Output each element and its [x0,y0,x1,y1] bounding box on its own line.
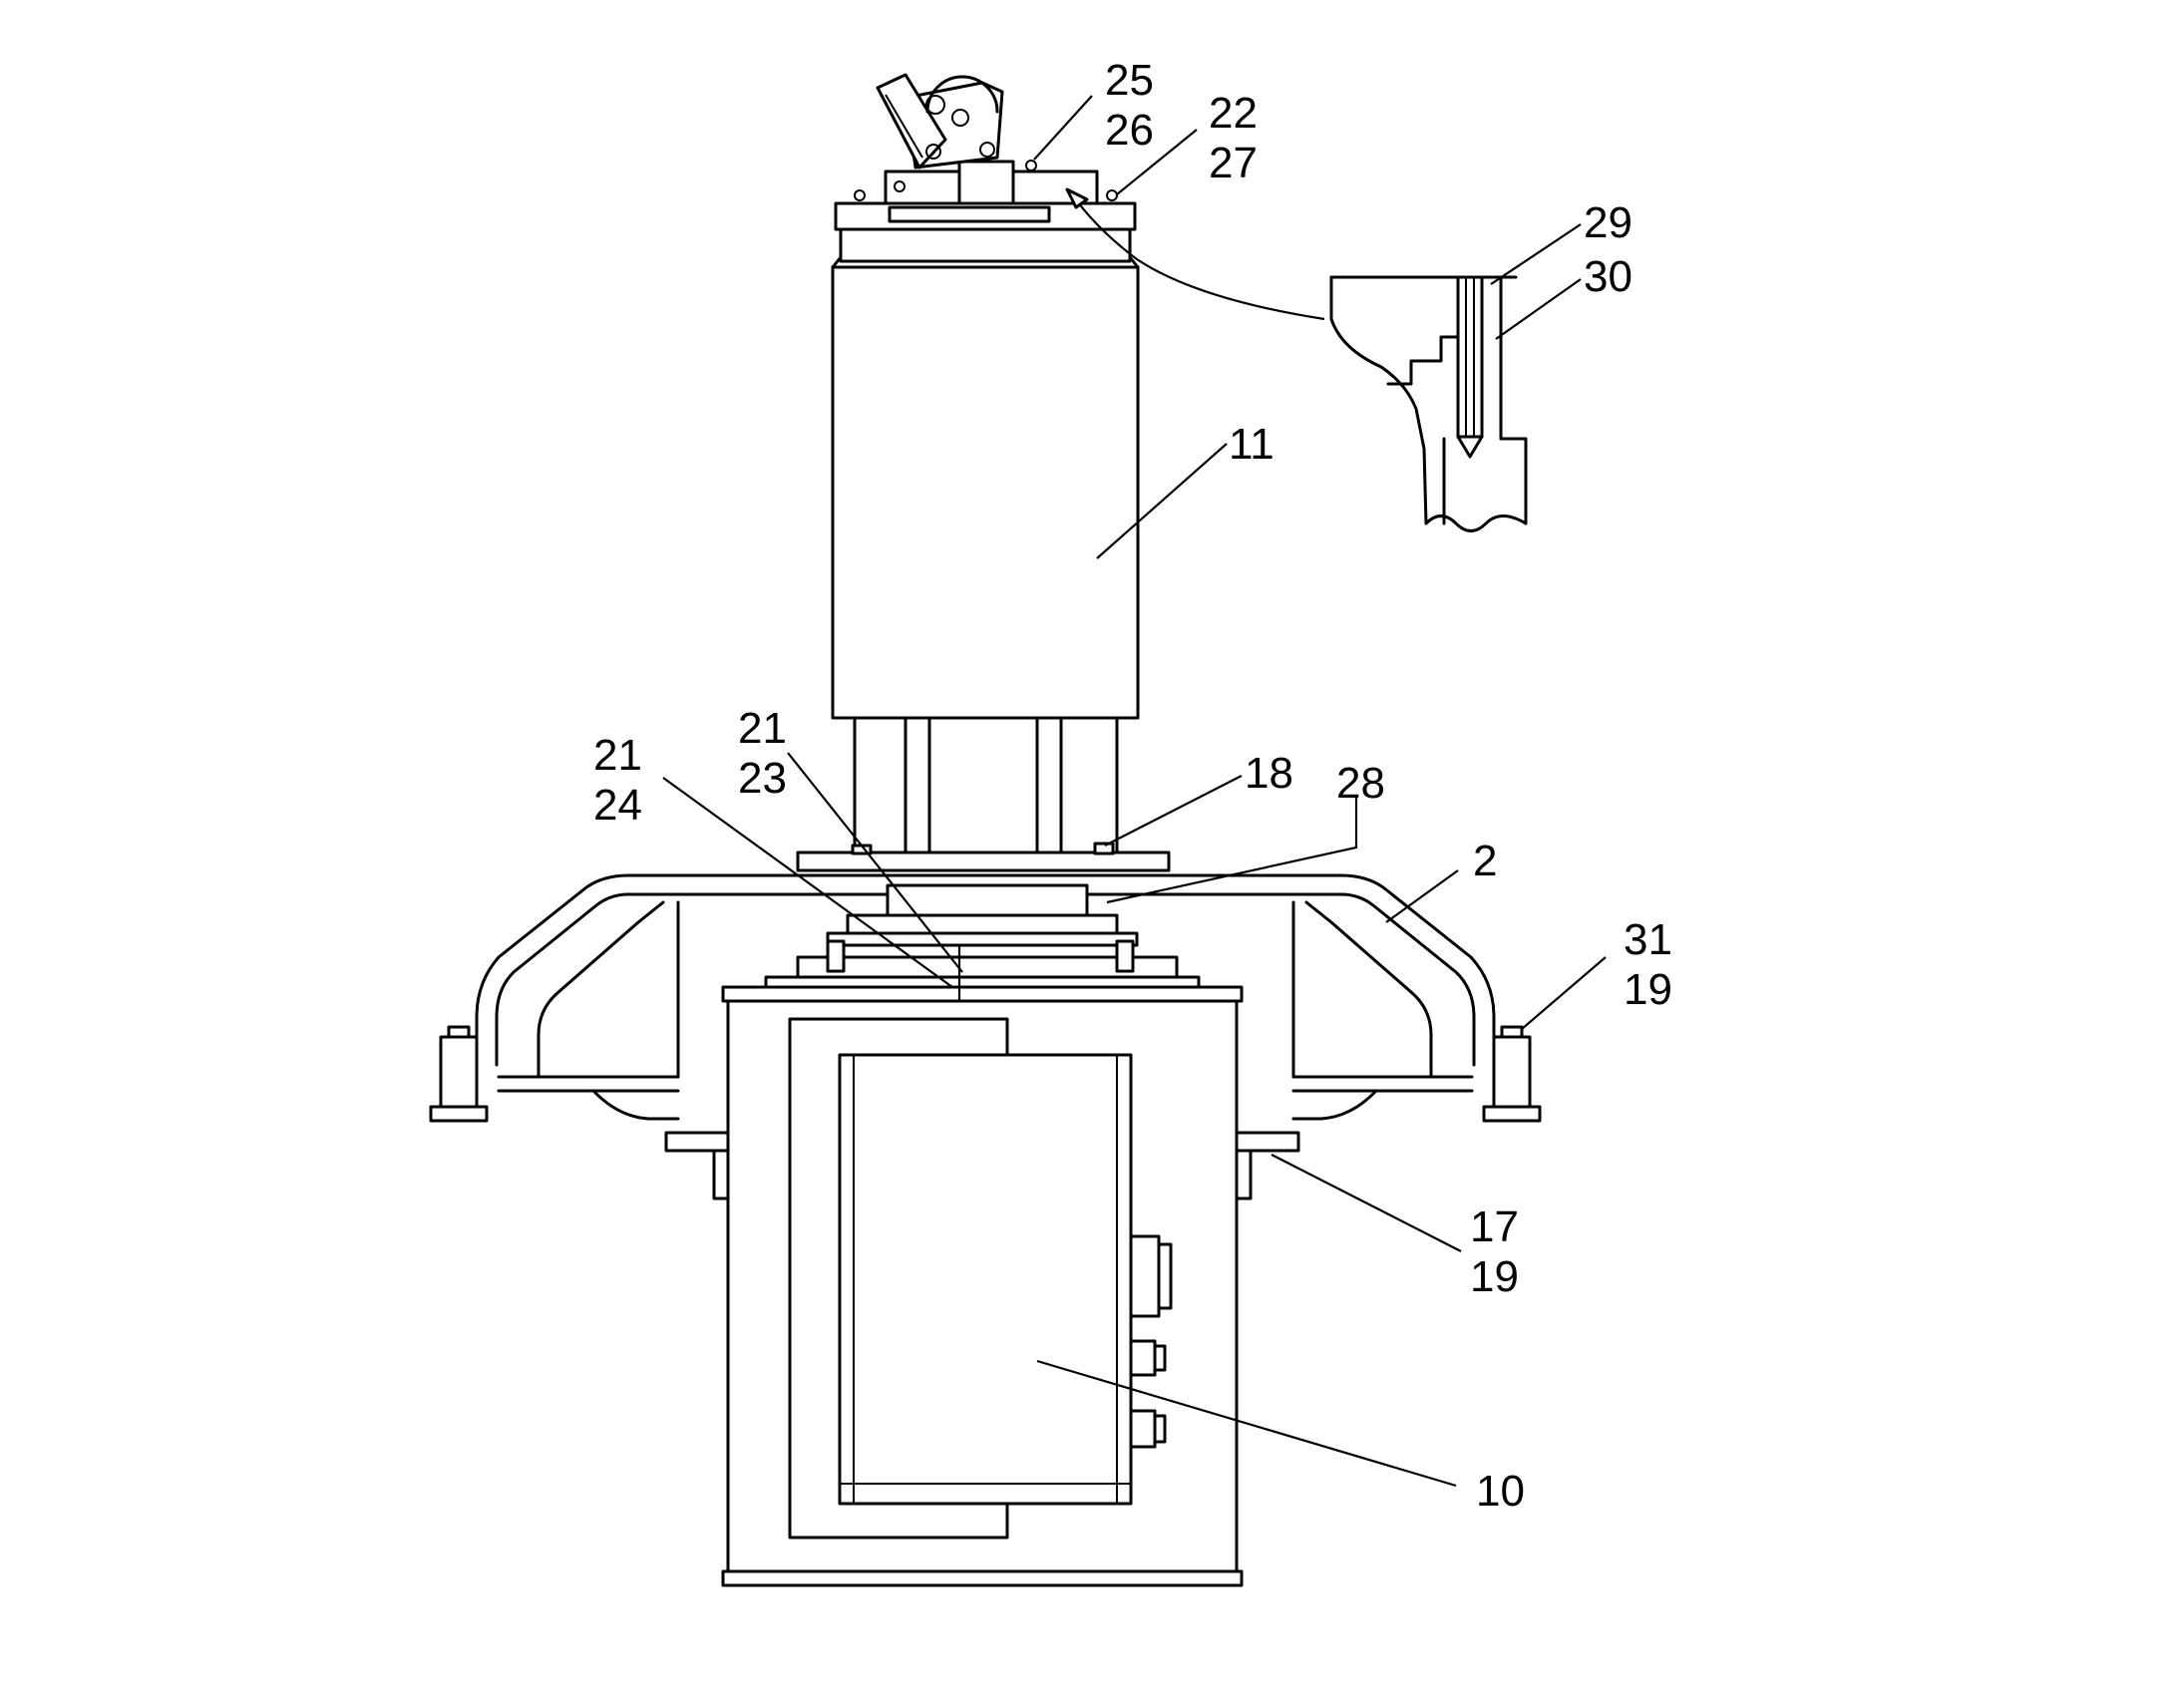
callout-21-lower: 21 [593,731,642,780]
callout-24: 24 [593,781,642,830]
callout-31: 31 [1624,915,1672,964]
callout-26: 26 [1105,106,1154,155]
callout-22: 22 [1209,89,1258,138]
callout-2: 2 [1473,837,1497,885]
frame-arch [429,873,1542,1123]
callout-28: 28 [1336,759,1385,808]
leader-lines [662,95,1607,1488]
callout-labels: 25 26 22 27 29 30 11 21 23 21 24 18 28 2… [593,56,1672,1516]
callout-25: 25 [1105,56,1154,105]
callout-29: 29 [1584,198,1633,247]
enclosure-box [664,985,1300,1587]
mounting-plate [796,842,1171,872]
callout-27: 27 [1209,139,1258,187]
cylinder-body [831,201,1140,720]
adapter-plates [764,883,1201,989]
detail-inset [1065,187,1528,532]
callout-19-upper: 19 [1624,965,1672,1014]
callout-10: 10 [1476,1467,1525,1516]
callout-19-lower: 19 [1470,1252,1519,1301]
valve-head [854,73,1118,205]
callout-18: 18 [1245,749,1293,798]
callout-23: 23 [738,754,787,803]
callout-30: 30 [1584,252,1633,301]
callout-11: 11 [1229,420,1274,469]
callout-17: 17 [1470,1202,1519,1251]
callout-21-upper: 21 [738,704,787,753]
cylinder-rods [853,716,1119,854]
